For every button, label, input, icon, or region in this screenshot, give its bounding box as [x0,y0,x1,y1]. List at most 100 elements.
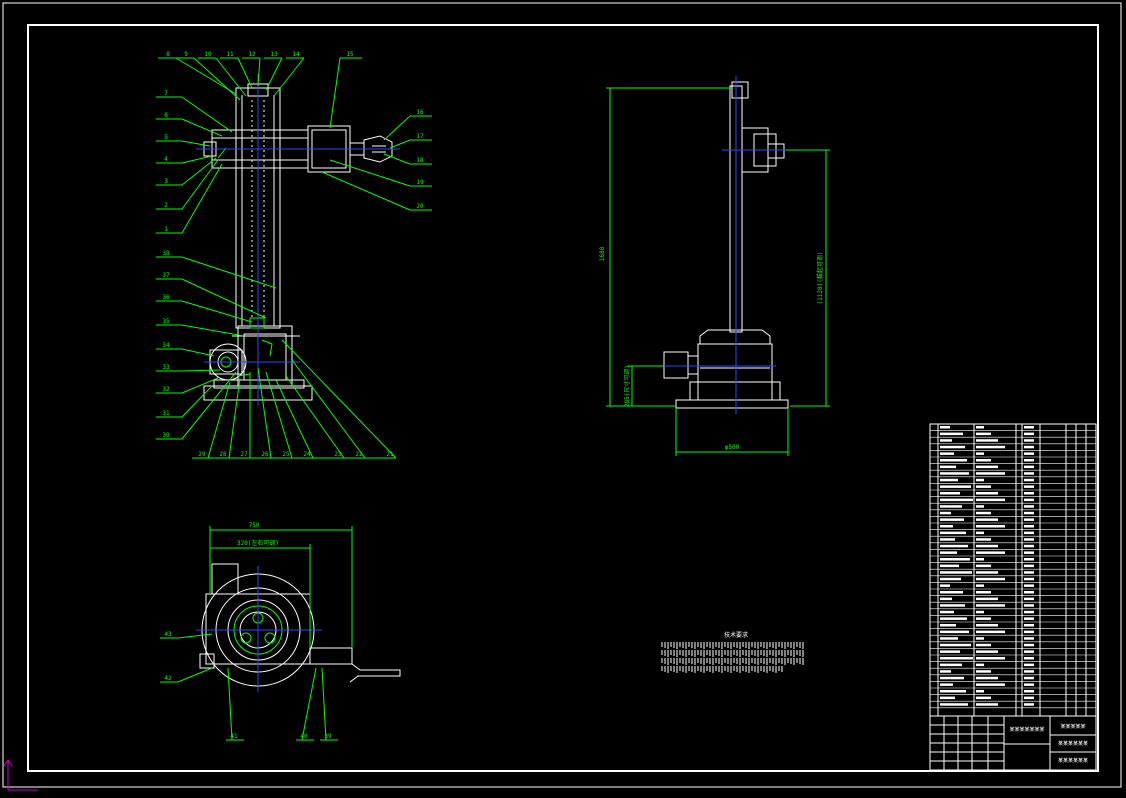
parts-cell-text [940,505,962,508]
parts-list-rows [930,423,1096,716]
leader-line [181,377,219,394]
leader-line [181,163,223,234]
parts-cell-text [940,650,960,653]
parts-cell-text [976,604,1005,607]
outer-frame [2,2,1122,788]
parts-cell-text [976,432,991,436]
parts-cell-text [976,492,998,495]
parts-cell-text [940,492,960,495]
parts-cell-text [976,525,1005,528]
parts-cell-text [976,439,998,442]
balloon-number: 26 [261,451,269,458]
parts-cell-text [940,478,958,482]
parts-cell-text [940,696,955,700]
parts-cell-text [1024,538,1034,541]
parts-cell-text [940,690,966,693]
leader-line [329,57,341,129]
parts-cell-text [976,564,991,568]
parts-cell-text [940,683,953,686]
dim-base-width: φ500 [725,444,740,451]
ucs-icon [3,759,38,791]
leader-line [329,159,411,187]
parts-list [929,423,1097,717]
parts-cell-text [976,465,998,469]
balloon-number: 31 [162,410,170,417]
leader-line [281,339,397,459]
title-subtitle-2: 某某某某某某 [1058,758,1088,764]
balloon-number: 25 [282,451,290,458]
parts-cell-text [976,584,984,587]
leader-line [383,153,411,165]
parts-cell-text [976,624,998,627]
parts-cell-text [1024,485,1034,488]
parts-cell-text [940,604,965,607]
parts-cell-text [940,670,951,673]
front-centerlines [196,74,400,406]
parts-cell-text [1024,597,1034,601]
parts-cell-text [1024,670,1034,673]
balloon-number: 10 [204,51,212,58]
parts-cell-text [976,591,991,594]
parts-cell-text [940,465,956,469]
parts-cell-text [940,597,952,601]
parts-cell-text [940,584,950,587]
parts-cell-text [1024,617,1034,620]
leader-line [285,375,345,459]
balloon-number: 28 [219,451,227,458]
parts-cell-text [940,518,964,521]
parts-cell-text [940,426,950,429]
parts-cell-text [940,663,962,667]
parts-cell-text [940,564,959,568]
parts-cell-text [1024,571,1034,574]
leader-line [207,381,231,459]
side-view [663,81,789,409]
top-arm [309,647,353,665]
balloon-number: 24 [303,451,311,458]
parts-cell-text [940,485,971,488]
parts-cell-text [940,657,973,660]
leader-line [265,371,293,459]
parts-cell-text [976,544,998,548]
parts-cell-text [976,445,1005,449]
parts-cell-text [976,498,1005,502]
parts-cell-text [1024,525,1034,528]
top-dimensions [209,526,353,648]
leader-line [181,371,237,440]
parts-cell-text [976,683,1005,686]
balloon-number: 39 [324,733,332,740]
leader-line [257,57,261,87]
balloon-number: 30 [162,432,170,439]
leader-line [227,667,233,741]
balloon-number: 16 [416,109,424,116]
title-drawing-name: 某某某某某某某 [1009,727,1044,733]
parts-cell-text [940,432,963,436]
parts-cell-text [1024,630,1034,634]
dim-offset: 320(左右可调) [237,539,279,547]
parts-cell-text [940,676,964,680]
parts-cell-text [976,657,1005,660]
parts-cell-text [940,703,968,706]
leader-line [181,369,221,372]
parts-cell-text [940,577,961,581]
balloon-number: 14 [292,51,300,58]
base-housing [237,325,293,387]
leader-line [215,57,247,97]
balloon-number: 32 [162,386,170,393]
parts-cell-text [1024,531,1034,535]
leader-line [265,57,283,91]
parts-cell-text [1024,690,1034,693]
side-dimensions [606,87,830,456]
parts-cell-text [940,525,953,528]
balloon-number: 15 [346,51,354,58]
parts-cell-text [1024,478,1034,482]
parts-cell-text [976,485,991,488]
parts-cell-text [1024,558,1034,561]
parts-cell-text [976,637,984,640]
technical-notes: 技术要求 [661,631,804,673]
balloon-number: 19 [416,179,424,186]
balloon-number: 34 [162,342,170,349]
balloon-number: 9 [184,51,188,58]
parts-cell-text [1024,452,1034,455]
parts-cell-text [940,531,966,535]
